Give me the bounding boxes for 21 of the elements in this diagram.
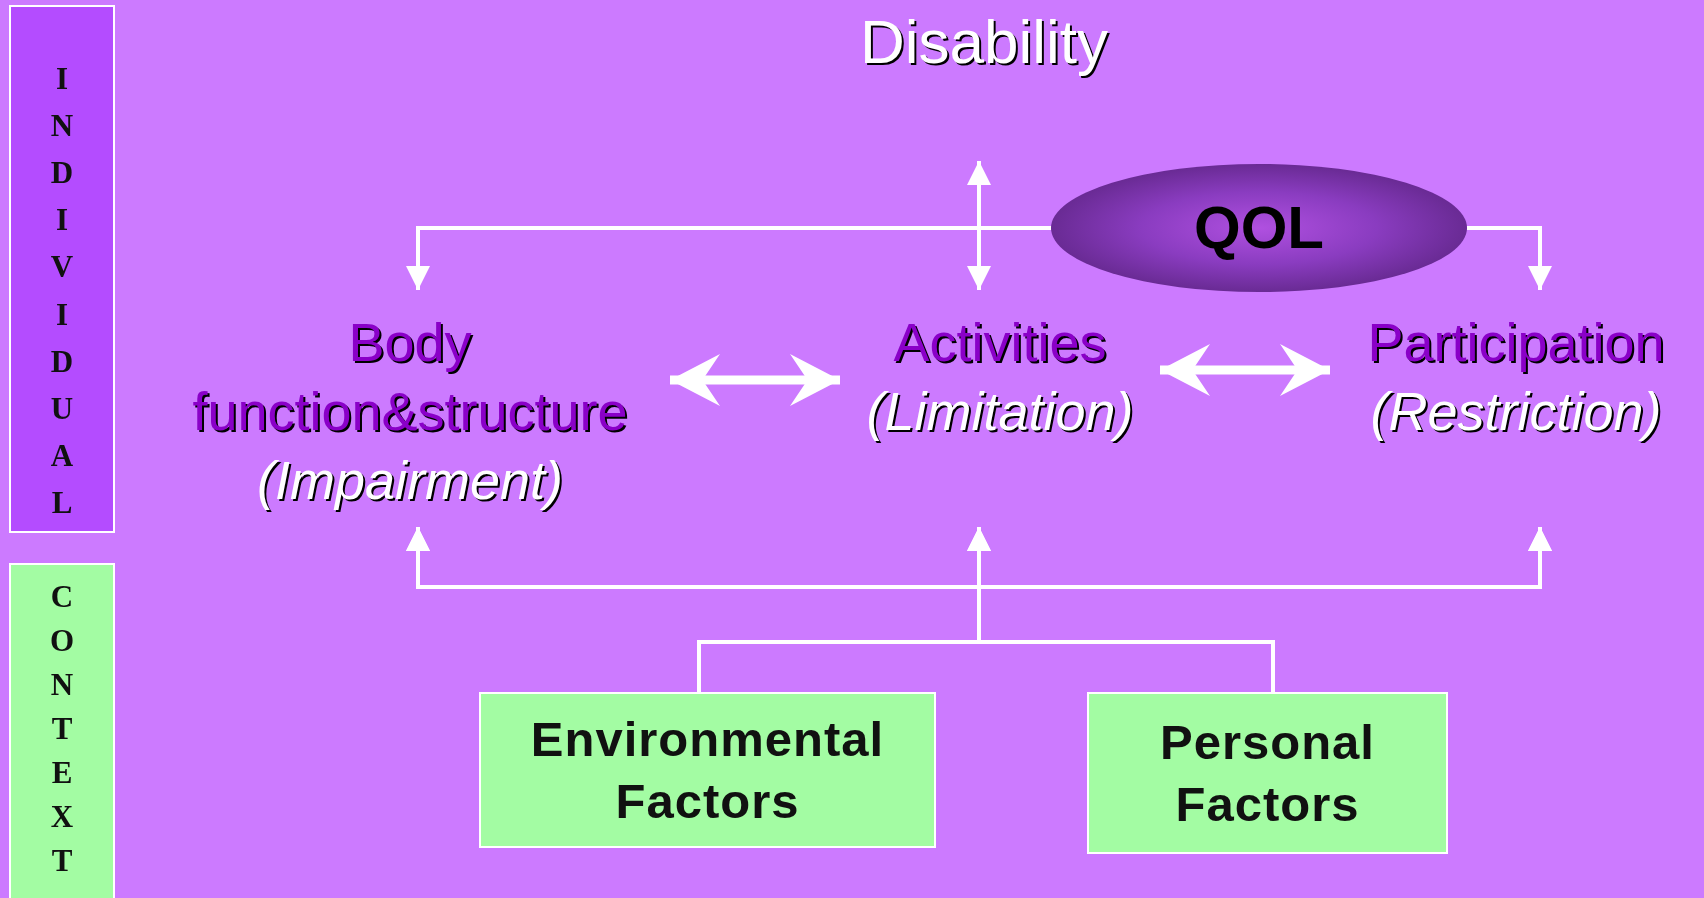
double-arrow [967, 161, 991, 290]
double-arrow [1160, 344, 1330, 396]
concept-title: Body function&structure [191, 311, 629, 443]
factor-box [479, 692, 936, 848]
factor-label: Personal Factors [1159, 714, 1376, 833]
vertical-label: CONTEXT [48, 578, 76, 881]
arrow [1467, 226, 1552, 290]
concept-subtitle: (Limitation) [866, 380, 1134, 443]
vertical-label: INDIVIDUAL [49, 60, 75, 522]
factor-label: Environmental Factors [529, 711, 886, 830]
concept-title: Activities [893, 311, 1107, 374]
side-band [9, 563, 115, 898]
ellipse-label: QOL [1194, 198, 1324, 258]
heading-text: Disability [859, 6, 1109, 78]
double-arrow [670, 354, 840, 406]
concept-subtitle: (Restriction) [1370, 380, 1662, 443]
concept-subtitle: (Impairment) [256, 449, 563, 512]
arrow [406, 226, 1051, 290]
concept-title: Participation [1367, 311, 1665, 374]
factor-box [1087, 692, 1448, 854]
side-band [9, 5, 115, 533]
